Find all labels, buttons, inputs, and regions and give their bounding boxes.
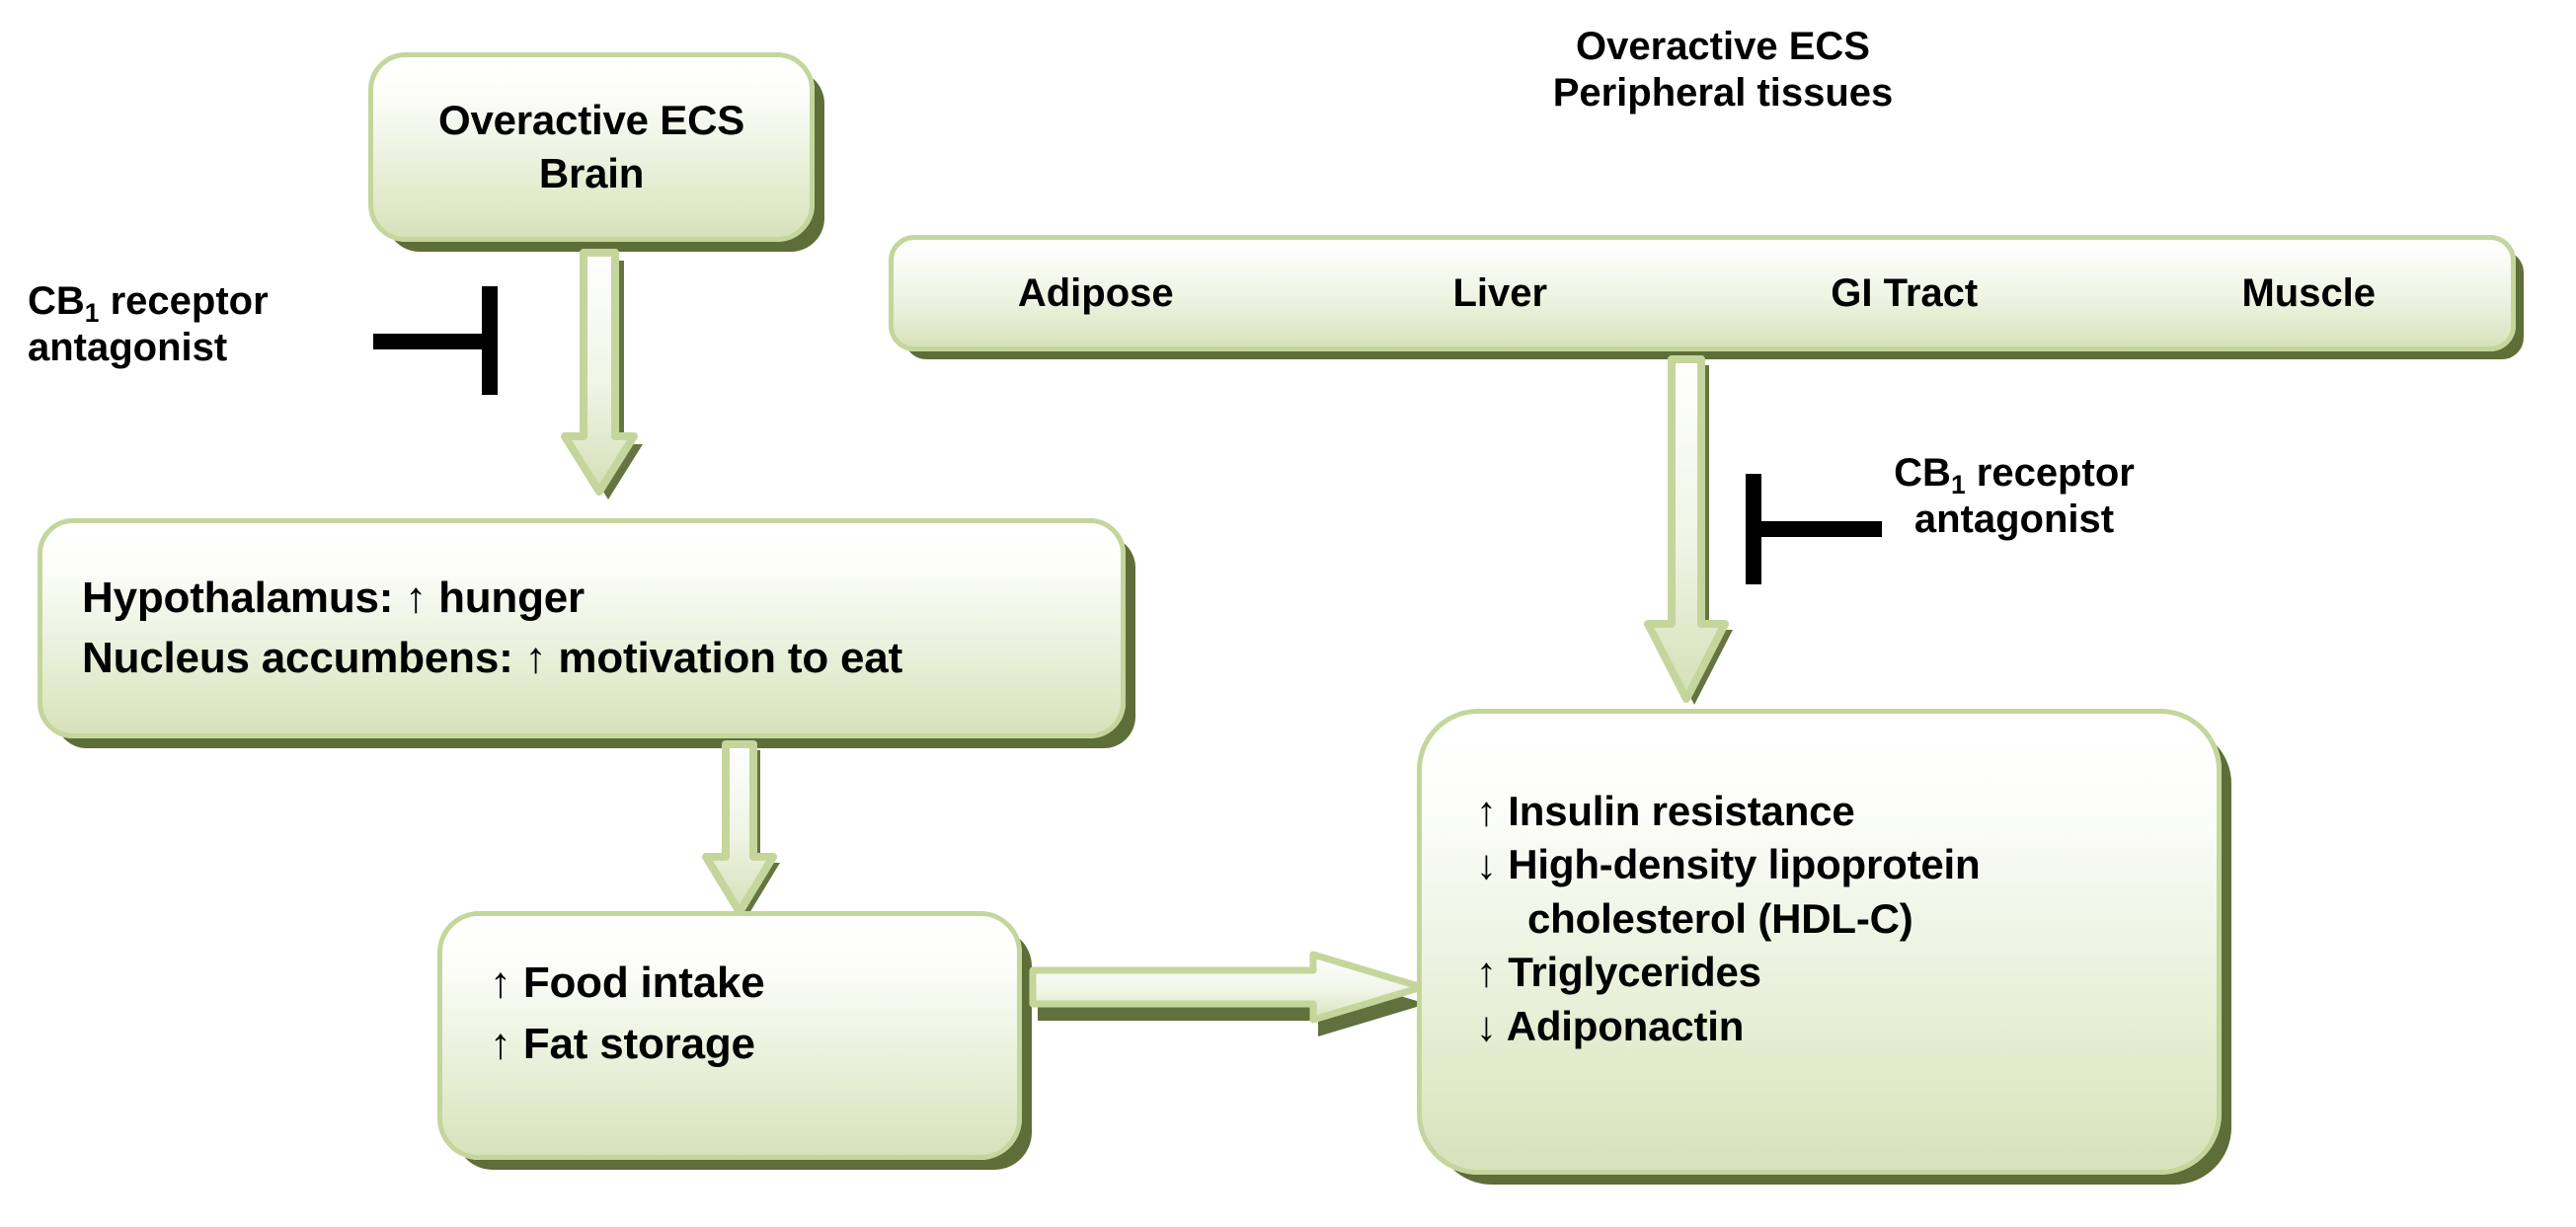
peripheral-tissue-bar: Adipose Liver GI Tract Muscle xyxy=(889,235,2516,351)
cb1-antagonist-right-line2: antagonist xyxy=(1913,498,2115,542)
brain-ecs-box: Overactive ECS Brain xyxy=(368,52,815,242)
intake-box: ↑ Food intake ↑ Fat storage xyxy=(437,911,1022,1160)
brain-ecs-box-line1: Overactive ECS xyxy=(437,97,745,144)
tissue-cell-adipose: Adipose xyxy=(1017,270,1174,315)
cb1-antagonist-right-line1: CB1 receptor xyxy=(1866,450,2162,499)
peripheral-ecs-heading-line1: Overactive ECS xyxy=(1576,25,1870,68)
tissue-cell-liver: Liver xyxy=(1452,270,1548,315)
metabolic-line-hdl-2: cholesterol (HDL-C) xyxy=(1527,894,1913,942)
metabolic-line-triglycerides: ↑ Triglycerides xyxy=(1476,949,1761,996)
tissue-cell-muscle: Muscle xyxy=(2241,270,2377,315)
arrow-intake-to-metabolic xyxy=(1017,943,1442,1061)
brain-ecs-box-line2: Brain xyxy=(538,150,645,196)
inhibition-bar-peripheral-cap xyxy=(1746,474,1761,584)
cb1-antagonist-left-suffix: receptor xyxy=(99,279,269,323)
metabolic-line-hdl-1: ↓ High-density lipoprotein xyxy=(1476,841,1981,888)
cb1-antagonist-label-right: CB1 receptor antagonist xyxy=(1866,450,2162,543)
cb1-antagonist-left-subscript: 1 xyxy=(84,297,100,328)
cb1-antagonist-label-left: CB1 receptor antagonist xyxy=(28,278,269,371)
cb1-antagonist-left-line1: CB1 receptor xyxy=(28,278,269,328)
cb1-antagonist-right-suffix: receptor xyxy=(1965,451,2135,495)
metabolic-line-insulin-resistance: ↑ Insulin resistance xyxy=(1476,787,1855,834)
metabolic-line-adiponactin: ↓ Adiponactin xyxy=(1476,1002,1745,1049)
peripheral-ecs-heading-line2: Peripheral tissues xyxy=(1552,71,1894,115)
tissue-cell-gi-tract: GI Tract xyxy=(1831,270,1979,315)
peripheral-ecs-heading: Overactive ECS Peripheral tissues xyxy=(1511,24,1935,116)
intake-box-line-fat-storage: ↑ Fat storage xyxy=(490,1020,755,1068)
arrow-hypothalamus-to-intake xyxy=(696,738,785,926)
cb1-antagonist-right-subscript: 1 xyxy=(1950,469,1966,499)
inhibition-bar-brain-cap xyxy=(482,286,498,395)
inhibition-bar-peripheral-stem xyxy=(1756,521,1882,537)
arrow-tissues-to-metabolic xyxy=(1634,351,1743,717)
metabolic-box: ↑ Insulin resistance ↓ High-density lipo… xyxy=(1417,709,2222,1175)
inhibition-bar-brain xyxy=(373,286,502,405)
intake-box-line-food-intake: ↑ Food intake xyxy=(490,958,765,1007)
cb1-antagonist-left-line2: antagonist xyxy=(28,326,228,370)
cb1-antagonist-right-prefix: CB xyxy=(1894,451,1951,495)
arrow-brain-to-hypothalamus xyxy=(555,243,644,509)
cb1-antagonist-left-prefix: CB xyxy=(28,279,85,323)
brain-effects-line-nucleus-accumbens: Nucleus accumbens: ↑ motivation to eat xyxy=(82,633,903,682)
inhibition-bar-brain-stem xyxy=(373,334,494,349)
inhibition-bar-peripheral xyxy=(1746,474,1884,597)
brain-effects-line-hypothalamus: Hypothalamus: ↑ hunger xyxy=(82,573,585,622)
brain-effects-box: Hypothalamus: ↑ hunger Nucleus accumbens… xyxy=(38,518,1126,738)
